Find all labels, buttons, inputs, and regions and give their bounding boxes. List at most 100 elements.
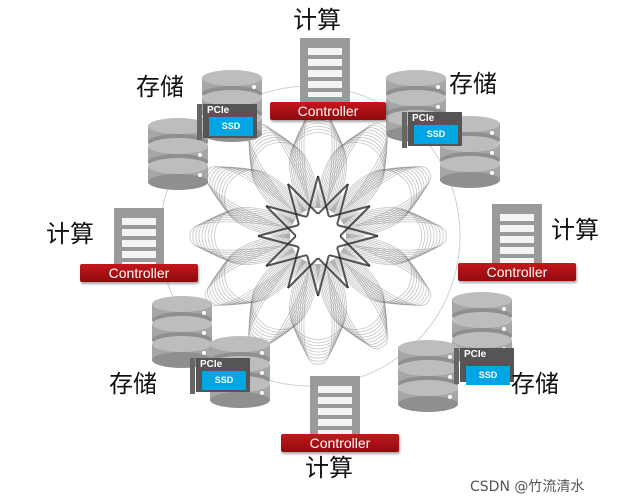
ssd-label: SSD (209, 117, 253, 136)
controller-bar-bottom: Controller (281, 434, 399, 452)
rose-petal-curve (320, 129, 388, 220)
rose-petal-curve (249, 250, 318, 338)
rose-petal-curve (303, 262, 333, 365)
rose-petal-curve (209, 239, 302, 306)
rose-petal-curve (332, 167, 420, 236)
rose-petal-curve (210, 208, 295, 264)
rose-petal-curve (249, 251, 317, 340)
rose-petal-curve (333, 237, 422, 305)
rose-petal-curve (315, 141, 385, 225)
rose-petal-curve (293, 260, 343, 350)
pcie-ssd-card-bottom-right: PCIe SSD (454, 348, 514, 385)
rose-petal-curve (223, 169, 307, 239)
rose-petal-curve (321, 252, 388, 345)
rose-petal-curve (322, 125, 388, 219)
rose-petal-curve (213, 207, 296, 265)
rose-petal-curve (250, 248, 320, 333)
compute-label-left: 计算 (46, 220, 94, 248)
storage-label-bottom-left: 存储 (109, 370, 157, 398)
rose-petal-curve (335, 240, 429, 306)
rose-petal-curve (334, 238, 425, 306)
rose-petal-curve (223, 233, 307, 303)
rose-petal-curve (211, 166, 302, 234)
controller-bar-top: Controller (270, 102, 386, 120)
rose-petal-curve (341, 208, 426, 264)
rose-petal-curve (340, 207, 423, 265)
rose-petal-curve (329, 169, 413, 239)
csdn-watermark: CSDN @竹流清水 (470, 479, 585, 495)
rose-petal-curve (221, 168, 306, 238)
rose-petal-curve (322, 253, 388, 347)
rose-petal-curve (249, 134, 318, 222)
rose-petal-curve (330, 234, 415, 304)
rose-petal-curve (323, 122, 388, 218)
rose-petal-curve (318, 134, 387, 222)
rose-petal-curve (335, 166, 429, 232)
pcie-label: PCIe (200, 359, 223, 370)
rose-petal-curve (207, 240, 301, 306)
rose-petal-curve (321, 127, 388, 220)
rose-petal-curve (250, 139, 320, 224)
rose-petal-curve (195, 217, 293, 255)
rose-petal-curve (336, 166, 432, 231)
ssd-label: SSD (202, 371, 246, 390)
rose-petal-curve (292, 125, 344, 212)
pcie-ssd-card-bottom-left: PCIe SSD (190, 358, 250, 394)
storage-label-bottom-right: 存储 (511, 370, 559, 398)
rose-petal-curve (317, 249, 386, 336)
rose-petal-curve (343, 217, 441, 255)
rose-petal-curve (299, 261, 337, 359)
rose-petal-curve (201, 213, 294, 259)
rose-petal-curve (330, 168, 415, 238)
rose-petal-curve (189, 221, 292, 251)
storage-disk-stack-bottom-right-front (398, 340, 458, 412)
rose-petal-curve (292, 260, 344, 347)
rose-petal-curve (315, 247, 385, 331)
rose-petal-curve (334, 166, 425, 234)
rose-petal-curve (342, 210, 429, 262)
storage-label-top-left: 存储 (136, 73, 184, 101)
rose-petal-curve (329, 233, 413, 303)
compute-label-right: 计算 (551, 216, 599, 244)
rose-petal-curve (290, 259, 346, 344)
rose-petal-curve (316, 139, 386, 224)
rose-petal-curve (250, 249, 319, 336)
rose-petal-curve (295, 119, 341, 212)
rose-petal-curve (289, 258, 347, 341)
pcie-label: PCIe (207, 105, 230, 116)
rose-petal-curve (192, 219, 292, 253)
ssd-label: SSD (466, 366, 510, 385)
rose-petal-curve (323, 254, 388, 350)
rose-petal-curve (218, 168, 305, 237)
rose-petal-curve (344, 221, 447, 251)
rose-petal-curve (332, 236, 420, 305)
rose-petal-curve (318, 250, 387, 338)
rose-petal-curve (319, 132, 387, 221)
rose-petal-curve (209, 166, 302, 233)
rose-petal-curve (221, 234, 306, 304)
pcie-label: PCIe (464, 349, 487, 360)
compute-label-top: 计算 (293, 6, 341, 34)
rose-petal-curve (216, 167, 304, 236)
rose-petal-curve (214, 167, 303, 235)
rose-petal-curve (251, 141, 321, 225)
rose-petal-curve (204, 211, 294, 261)
rose-petal-curve (316, 248, 386, 333)
rose-petal-curve (290, 128, 346, 213)
rose-petal-curve (336, 241, 432, 306)
rose-petal-curve (301, 262, 335, 362)
rose-petal-curve (198, 215, 293, 257)
rose-petal-curve (319, 251, 387, 340)
rose-petal-curve (216, 236, 304, 305)
rose-petal-curve (333, 167, 422, 235)
rose-petal-curve (342, 213, 435, 259)
rose-petal-curve (297, 261, 339, 356)
controller-bar-left: Controller (80, 264, 198, 282)
compute-label-bottom: 计算 (305, 454, 353, 482)
rose-petal-curve (214, 237, 303, 305)
rose-petal-curve (211, 238, 302, 306)
controller-bar-right: Controller (458, 263, 576, 281)
rose-petal-curve (207, 210, 294, 262)
ssd-label: SSD (414, 125, 458, 144)
